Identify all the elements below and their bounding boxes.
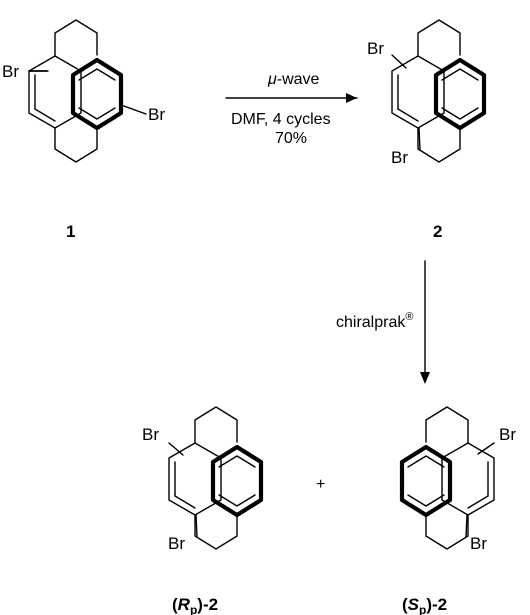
bromine-label: Br [148,105,165,124]
condition-solvent: DMF, 4 cycles [231,111,331,128]
structure-sp-2: Br Br (Sp)-2 [402,407,516,615]
condition-microwave: μ-wave [267,71,320,88]
structure-compound-1: Br Br 1 [2,20,165,241]
compound-label-1: 1 [66,222,75,241]
plus-sign: + [316,476,325,493]
bromine-label: Br [367,39,384,58]
bromine-label: Br [168,534,185,553]
condition-chiral-column: chiralprak® [336,311,413,331]
structure-rp-2: Br Br (Rp)-2 [142,407,261,615]
reaction-arrow-2: chiralprak® [336,260,430,384]
structure-compound-2: Br Br 2 [367,20,484,241]
compound-label-2: 2 [433,222,442,241]
bromine-label: Br [499,425,516,444]
bromine-label: Br [2,62,19,81]
bromine-label: Br [391,148,408,167]
reaction-arrow-1: μ-wave DMF, 4 cycles 70% [225,71,358,147]
compound-label-rp-2: (Rp)-2 [172,595,218,615]
bromine-label: Br [142,425,159,444]
compound-label-sp-2: (Sp)-2 [402,595,447,615]
bromine-label: Br [470,534,487,553]
condition-yield: 70% [275,130,307,147]
